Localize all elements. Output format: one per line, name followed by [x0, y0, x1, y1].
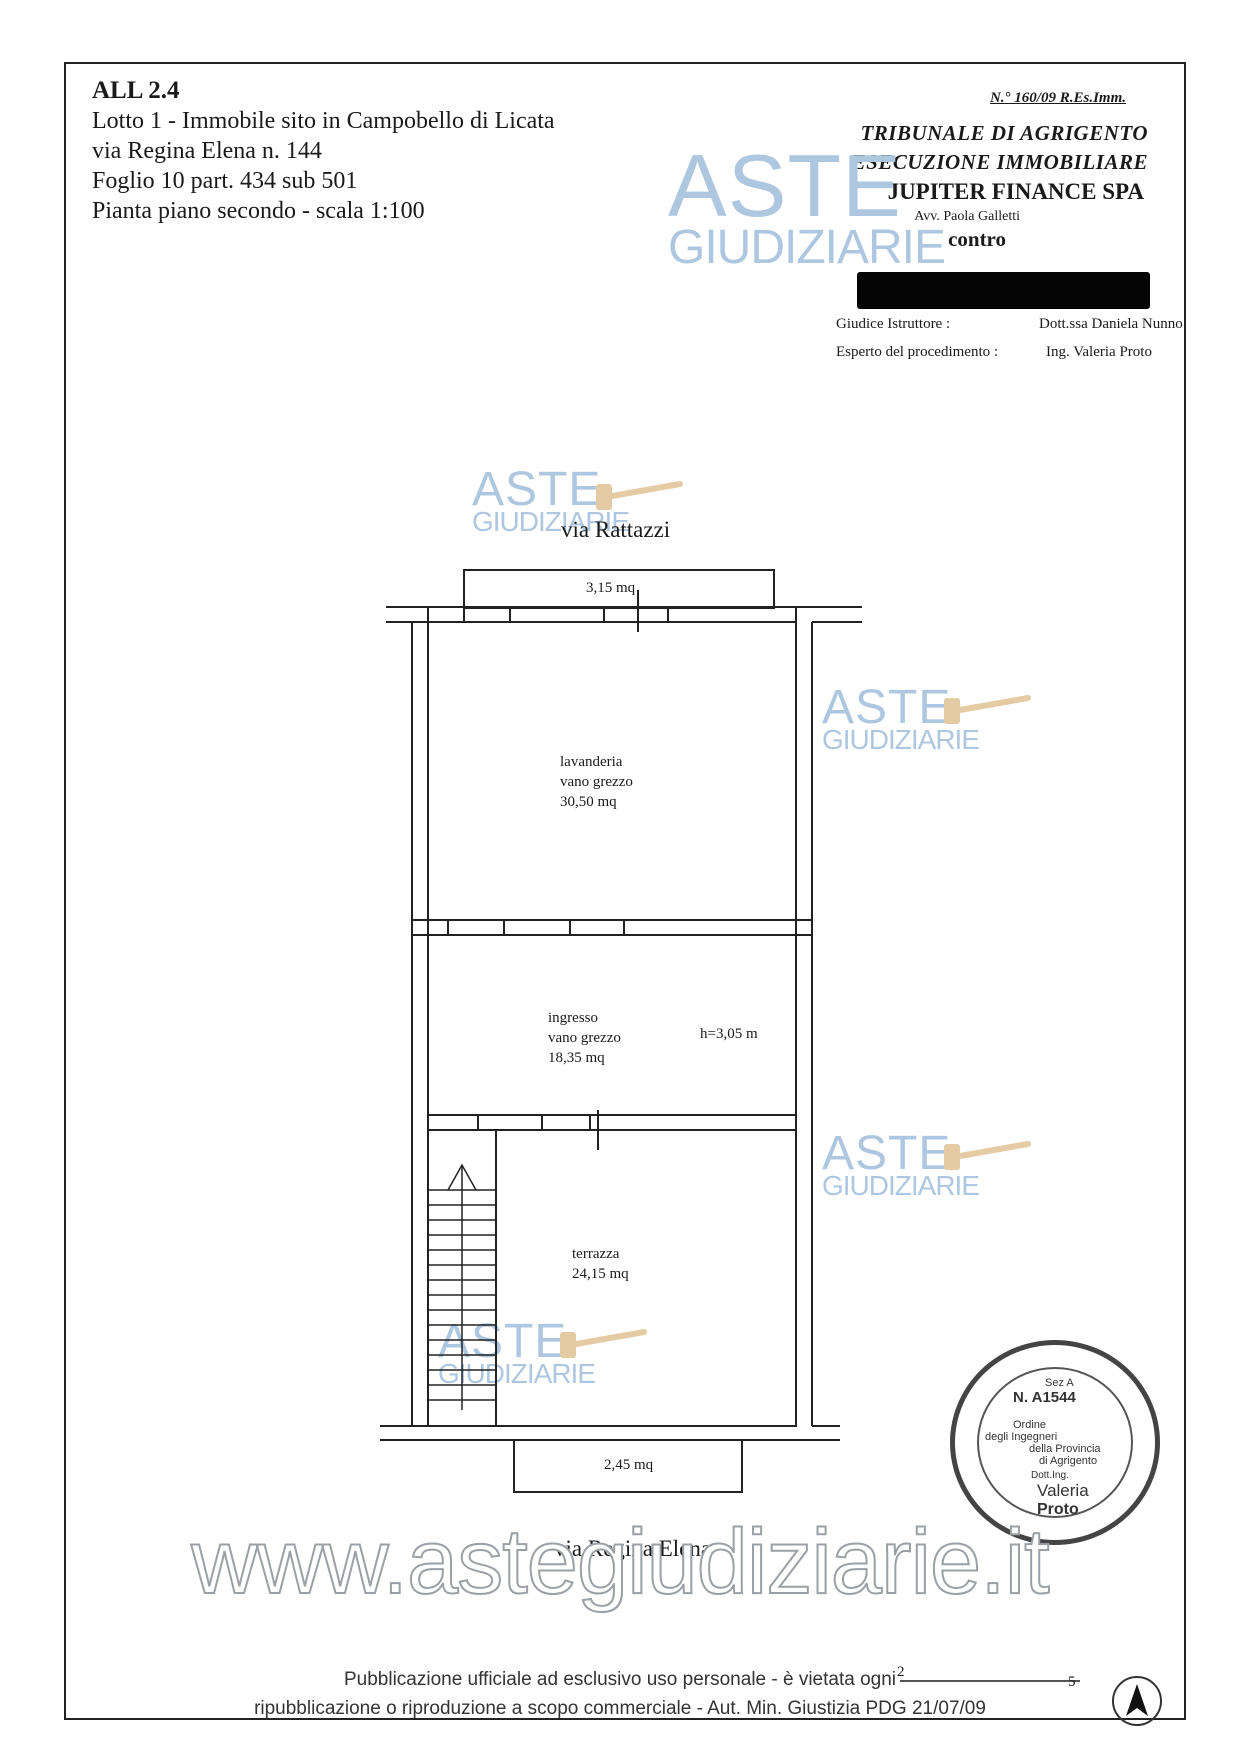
expert-label: Esperto del procedimento :	[836, 344, 999, 360]
engineer-stamp: Sez A N. A1544 Ordine degli Ingegneri de…	[950, 1340, 1160, 1545]
room-terrazza-label: terrazza 24,15 mq	[572, 1246, 629, 1282]
room-ingresso-label: ingresso vano grezzo 18,35 mq	[548, 1010, 621, 1066]
document-header: ALL 2.4 Lotto 1 - Immobile sito in Campo…	[92, 76, 555, 226]
street-bottom: via Regina Elena	[554, 1536, 712, 1561]
attachment-number: ALL 2.4	[92, 77, 180, 104]
watermark-1: ASTE GIUDIZIARIE	[472, 463, 630, 537]
judge-value: Dott.ssa Daniela Nunno	[1039, 316, 1183, 332]
gavel-icon	[560, 1329, 647, 1358]
scale-tick-2: 2	[897, 1664, 905, 1680]
redaction-bar	[857, 272, 1150, 309]
procedure-type: ESECUZIONE IMMOBILIARE	[851, 150, 1148, 174]
room-lavanderia-label: lavanderia vano grezzo 30,50 mq	[560, 754, 633, 810]
ceiling-height: h=3,05 m	[700, 1026, 758, 1042]
lot-description: Lotto 1 - Immobile sito in Campobello di…	[92, 108, 555, 134]
court-name: TRIBUNALE DI AGRIGENTO	[860, 121, 1148, 145]
plan-title: Pianta piano secondo - scala 1:100	[92, 198, 425, 224]
contro-label: contro	[948, 227, 1006, 251]
balcony-top-area: 3,15 mq	[586, 580, 636, 596]
watermark-header: ASTE GIUDIZIARIE	[668, 136, 946, 274]
cadastral-reference: Foglio 10 part. 434 sub 501	[92, 168, 358, 194]
north-arrow-icon	[1112, 1676, 1162, 1726]
bottom-balcony	[513, 1439, 743, 1493]
gavel-icon	[596, 481, 683, 510]
scale-tick-5: 5	[1068, 1674, 1076, 1690]
court-block: N.° 160/09 R.Es.Imm. TRIBUNALE DI AGRIGE…	[852, 90, 1148, 252]
watermark-3: ASTE GIUDIZIARIE	[822, 1127, 980, 1201]
judge-label: Giudice Istruttore :	[836, 316, 951, 332]
street-top: via Rattazzi	[561, 517, 671, 542]
room-terrazza	[495, 1129, 797, 1427]
scale-bar	[900, 1680, 1080, 1682]
procedure-meta: Giudice Istruttore : Dott.ssa Daniela Nun…	[836, 310, 1183, 366]
gavel-icon	[944, 1141, 1031, 1170]
creditor-name: JUPITER FINANCE SPA	[887, 179, 1144, 204]
expert-value: Ing. Valeria Proto	[1046, 344, 1152, 360]
website-watermark: www.astegiudiziarie.it	[190, 1510, 1050, 1614]
balcony-bottom-area: 2,45 mq	[604, 1457, 654, 1473]
room-lavanderia	[427, 621, 797, 921]
case-number: N.° 160/09 R.Es.Imm.	[989, 90, 1126, 106]
watermark-2: ASTE GIUDIZIARIE	[822, 681, 980, 755]
gavel-icon	[944, 695, 1031, 724]
page-frame	[64, 62, 1186, 1720]
address: via Regina Elena n. 144	[92, 138, 322, 164]
footer-notice: Pubblicazione ufficiale ad esclusivo uso…	[254, 1669, 986, 1719]
lawyer-name: Avv. Paola Galletti	[914, 209, 1020, 224]
